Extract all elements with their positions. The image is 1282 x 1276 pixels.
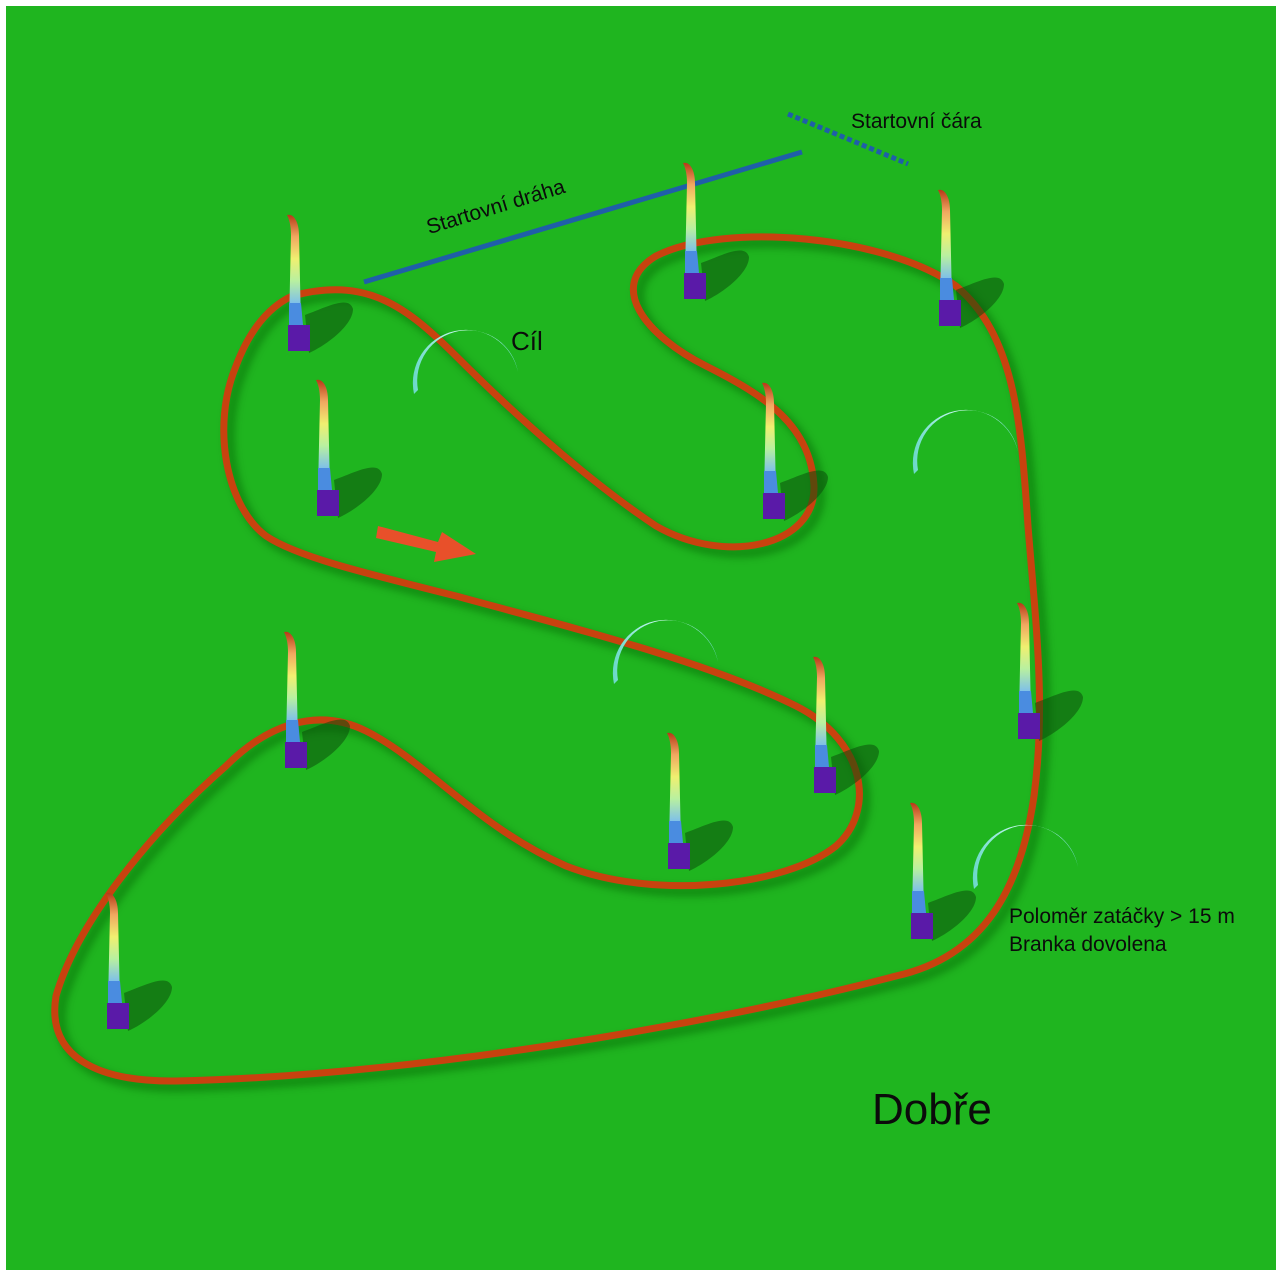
pylon-icon (1017, 602, 1083, 741)
pylon-icon (938, 189, 1004, 328)
race-track (51, 233, 1044, 1085)
pylon-icon (316, 379, 382, 518)
pylon-icon (683, 162, 749, 301)
pylon-icon (813, 656, 879, 795)
finish-label: Cíl (511, 326, 543, 356)
verdict-label: Dobře (872, 1085, 992, 1134)
pylon-icon (910, 802, 976, 941)
direction-arrow-icon (376, 526, 476, 562)
pylon-icon (762, 382, 828, 521)
start-lane (363, 149, 803, 285)
track-shadow (55, 237, 1051, 1093)
gate-note: Branka dovolena (1009, 933, 1167, 956)
pylon-icon (106, 892, 172, 1031)
start-line-label: Startovní čára (851, 110, 982, 133)
gate-arc-icon (912, 409, 1018, 474)
pylon-icon (667, 732, 733, 871)
pylon-icon (284, 631, 350, 770)
start-line (787, 111, 909, 167)
pylon-icon (287, 214, 353, 353)
course-field: Startovní čára Startovní dráha Cíl Polom… (6, 6, 1276, 1270)
course-diagram (51, 111, 1083, 1093)
radius-note: Poloměr zatáčky > 15 m (1009, 905, 1235, 928)
